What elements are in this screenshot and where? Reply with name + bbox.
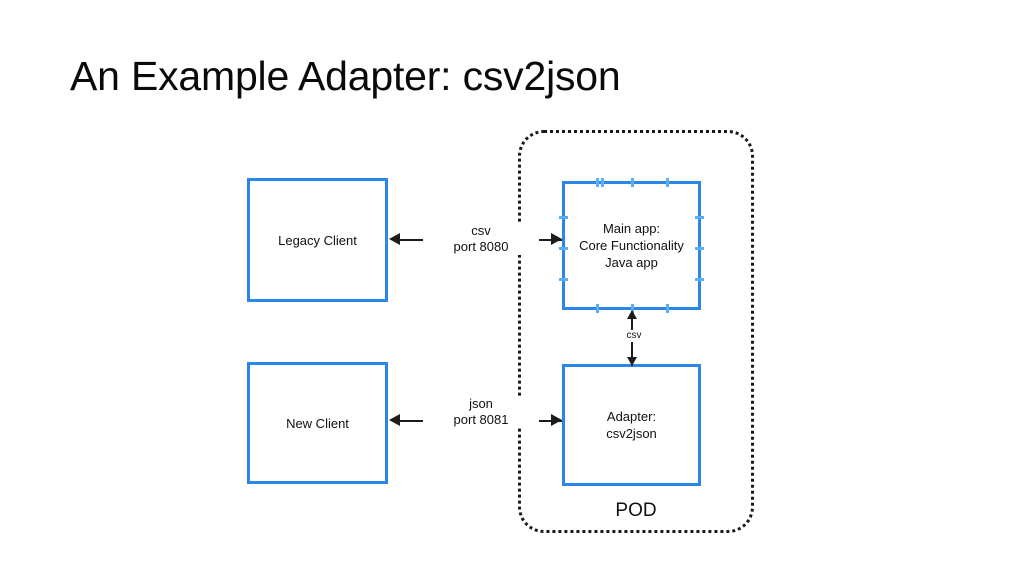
arrowhead-right [551, 233, 562, 245]
node-new-client[interactable]: New Client [247, 362, 388, 484]
resize-handle-right-center[interactable] [695, 247, 704, 250]
arrowhead-down [627, 357, 637, 366]
node-new-client-label: New Client [286, 415, 349, 431]
arrowhead-up [627, 310, 637, 319]
resize-handle-left-top[interactable] [559, 216, 568, 219]
node-adapter-label: Adapter: csv2json [606, 409, 657, 441]
pod-boundary[interactable]: POD [518, 130, 754, 533]
resize-handle-right-top[interactable] [695, 216, 704, 219]
connector-line [631, 318, 633, 366]
page-title: An Example Adapter: csv2json [70, 53, 621, 99]
page-title-container: An Example Adapter: csv2json [70, 53, 950, 100]
connector-newclient-to-adapter-label: json port 8081 [423, 396, 539, 428]
resize-handle-left-center[interactable] [559, 247, 568, 250]
arrowhead-right [551, 414, 562, 426]
node-adapter[interactable]: Adapter: csv2json [562, 364, 701, 486]
resize-handle-top-center[interactable] [631, 178, 634, 187]
connector-main-to-adapter-label: csv [609, 330, 659, 342]
connector-legacy-to-main-label: csv port 8080 [423, 223, 539, 255]
node-main-app-label: Main app: Core Functionality Java app [579, 221, 684, 270]
resize-handle-bottom-right[interactable] [666, 304, 669, 313]
resize-handle-top-right[interactable] [666, 178, 669, 187]
resize-handle-right-bottom[interactable] [695, 278, 704, 281]
arrowhead-left [389, 414, 400, 426]
node-legacy-client[interactable]: Legacy Client [247, 178, 388, 302]
node-main-app[interactable]: Main app: Core Functionality Java app [559, 178, 704, 313]
resize-handle-top-left-b[interactable] [601, 178, 604, 187]
resize-handle-left-bottom[interactable] [559, 278, 568, 281]
arrowhead-left [389, 233, 400, 245]
node-legacy-client-label: Legacy Client [278, 232, 357, 248]
resize-handle-top-left[interactable] [596, 178, 599, 187]
resize-handle-bottom-left[interactable] [596, 304, 599, 313]
resize-handle-bottom-center[interactable] [631, 304, 634, 313]
pod-label: POD [615, 500, 657, 521]
